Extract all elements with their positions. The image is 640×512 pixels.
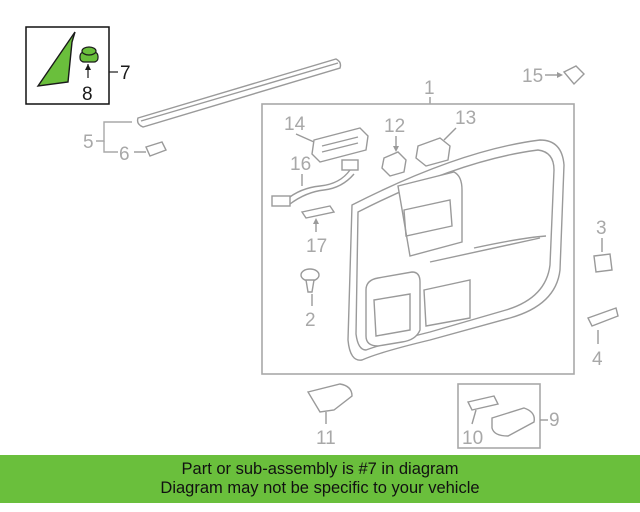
- part-12-switch[interactable]: [381, 151, 407, 177]
- callout-13[interactable]: 13: [455, 108, 476, 129]
- callout-6[interactable]: 6: [119, 144, 130, 165]
- callout-4[interactable]: 4: [592, 349, 603, 370]
- part-5-belt-molding[interactable]: [136, 58, 342, 128]
- part-15-clip[interactable]: [562, 65, 585, 86]
- parts-diagram: 7 8 5 6 15 1 14 12 13: [25, 26, 619, 449]
- callout-7[interactable]: 7: [120, 63, 131, 84]
- banner-line-2: Diagram may not be specific to your vehi…: [160, 479, 480, 497]
- callout-17[interactable]: 17: [306, 236, 327, 257]
- part-3-cover[interactable]: [593, 253, 613, 273]
- callout-11[interactable]: 11: [316, 428, 336, 449]
- part-8-clip-highlighted[interactable]: [79, 46, 99, 63]
- part-11-handle[interactable]: [306, 383, 353, 413]
- callout-3[interactable]: 3: [596, 218, 607, 239]
- callout-2[interactable]: 2: [305, 310, 316, 331]
- callout-12[interactable]: 12: [384, 116, 405, 137]
- part-1-assembly-box: [261, 103, 575, 375]
- callout-10[interactable]: 10: [462, 428, 483, 449]
- part-10-cap[interactable]: [466, 395, 500, 411]
- part-17-bracket[interactable]: [300, 205, 336, 219]
- part-1-door-trim-panel[interactable]: [347, 139, 565, 361]
- callout-1[interactable]: 1: [424, 78, 435, 99]
- part-14-switch[interactable]: [311, 127, 369, 163]
- part-16-wire-harness[interactable]: [271, 159, 359, 207]
- callout-14[interactable]: 14: [284, 114, 306, 135]
- callout-15[interactable]: 15: [522, 66, 543, 87]
- callout-8[interactable]: 8: [82, 84, 93, 105]
- part-7-garnish-highlighted[interactable]: [36, 31, 76, 87]
- callout-5[interactable]: 5: [83, 132, 94, 153]
- part-13-switch[interactable]: [415, 137, 451, 167]
- callout-16[interactable]: 16: [290, 154, 311, 175]
- callout-9[interactable]: 9: [549, 410, 560, 431]
- banner-line-1: Part or sub-assembly is #7 in diagram: [181, 460, 459, 478]
- part-6-end-cap[interactable]: [145, 141, 167, 157]
- info-banner: Part or sub-assembly is #7 in diagram Di…: [0, 455, 640, 503]
- highlight-inset: [25, 26, 118, 105]
- part-4-trim[interactable]: [587, 307, 619, 327]
- part-9-assembly-box: [457, 383, 541, 449]
- part-9-handle[interactable]: [491, 407, 535, 437]
- part-2-clip[interactable]: [300, 268, 320, 293]
